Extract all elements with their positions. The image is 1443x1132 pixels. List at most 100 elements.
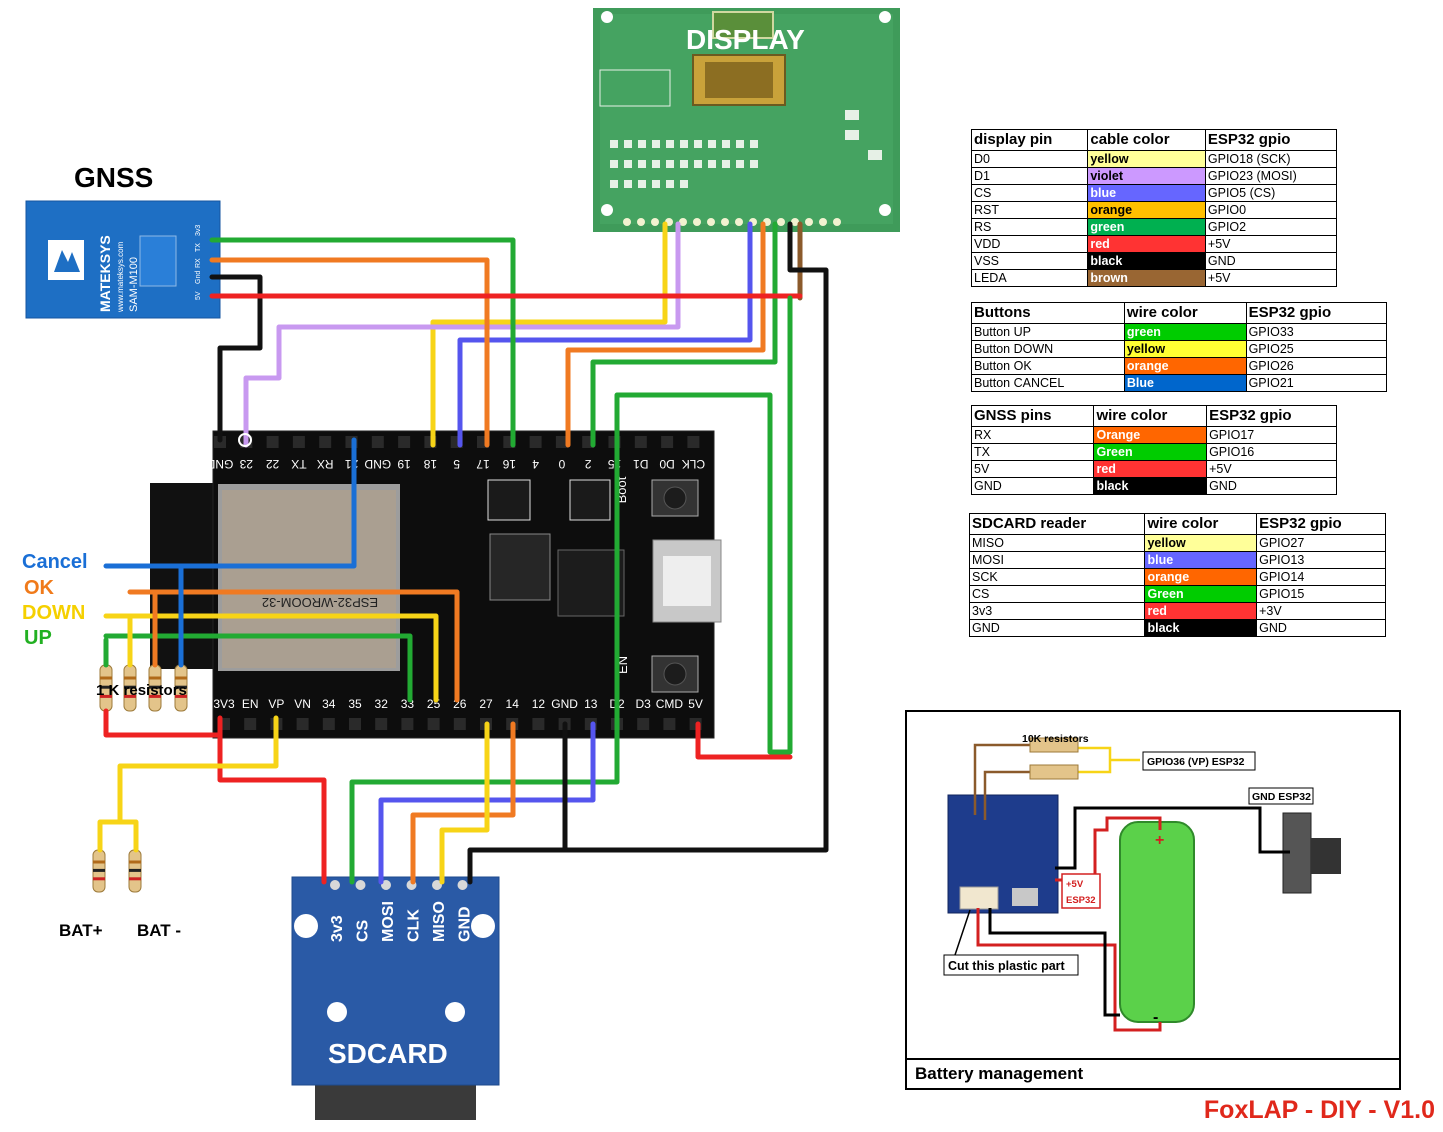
- sd-pin-pad: [330, 880, 340, 890]
- button-label-cancel: Cancel: [22, 551, 88, 573]
- wire-orange: [127, 589, 460, 703]
- sdcard-label: SDCARD: [328, 1038, 448, 1069]
- table-cell: +3V: [1256, 602, 1386, 620]
- table-cell: Green: [1093, 443, 1208, 461]
- table-cell: orange: [1087, 201, 1206, 219]
- table-header: wire color: [1123, 302, 1247, 324]
- sd-pin-pad: [355, 880, 366, 890]
- esp32-top-pin-label: GND: [206, 457, 233, 471]
- table-cell: GPIO0: [1204, 201, 1338, 219]
- sd-pin-pad: [432, 880, 442, 890]
- project-title: FoxLAP - DIY - V1.0: [1203, 1096, 1435, 1124]
- table-cell: +5V: [1206, 460, 1337, 478]
- gnss-label: GNSS: [74, 162, 154, 193]
- esp32-bottom-pin-label: 13: [584, 697, 598, 711]
- svg-text:+5V: +5V: [1066, 879, 1084, 890]
- table-cell: orange: [1123, 357, 1247, 375]
- esp32-bottom-pin-label: 3V3: [213, 697, 235, 711]
- table-cell: SCK: [968, 568, 1146, 586]
- esp32-bottom-pin-label: GND: [551, 697, 578, 711]
- table-cell: Button DOWN: [971, 340, 1125, 358]
- table-cell: black: [1087, 252, 1206, 270]
- esp32-bottom-pin-label: VP: [268, 697, 284, 711]
- esp32-bottom-pin-label: 14: [506, 697, 520, 711]
- wire-black: [467, 221, 829, 885]
- table-cell: orange: [1144, 568, 1258, 586]
- battery-diagram: GPIO36 (VP) ESP32 GND ESP32 10K resistor…: [943, 733, 1341, 1032]
- table-cell: GPIO26: [1245, 357, 1388, 375]
- table-cell: GND: [970, 477, 1095, 495]
- gnss-module: MATEKSYS www.mateksys.com SAM-M100 5VGnd…: [25, 200, 221, 319]
- esp32-bottom-pin-label: 5V: [688, 697, 703, 711]
- display-label: DISPLAY: [686, 24, 805, 55]
- esp32-bottom-pin-label: 27: [479, 697, 493, 711]
- table-cell: GPIO33: [1245, 323, 1388, 341]
- esp32-bottom-pin: [663, 718, 676, 730]
- sd-pin-pad: [457, 880, 468, 890]
- esp32-top-pin-label: 18: [423, 457, 437, 471]
- esp32-top-pin: [371, 436, 384, 448]
- gnss-pin-label: Gnd: [195, 271, 202, 284]
- button-label-down: DOWN: [22, 602, 86, 624]
- table-cell: blue: [1144, 551, 1258, 569]
- wire-orange: [565, 221, 766, 448]
- gnd-esp32-label: GND ESP32: [1252, 791, 1311, 803]
- table-cell: red: [1087, 235, 1206, 253]
- esp32-top-pin-label: 22: [266, 457, 280, 471]
- sd-pin-label: CS: [355, 919, 372, 942]
- esp32-bottom-pin: [637, 718, 650, 730]
- table-cell: Button CANCEL: [971, 374, 1125, 392]
- table-cell: MOSI: [968, 551, 1146, 569]
- table-cell: green: [1123, 323, 1247, 341]
- tenk-resistors-label: 10K resistors: [1022, 733, 1089, 745]
- esp32-top-pin-label: 5: [453, 457, 460, 471]
- gnss-model: SAM-M100: [128, 257, 140, 312]
- sd-pin-label: GND: [457, 906, 474, 942]
- table-cell: GND: [1256, 619, 1386, 637]
- battery-minus: -: [1153, 1009, 1158, 1026]
- table-header: cable color: [1087, 129, 1206, 151]
- wire-red: [695, 721, 793, 760]
- wire-green: [590, 221, 778, 448]
- table-cell: GPIO15: [1256, 585, 1386, 603]
- table-header: ESP32 gpio: [1204, 129, 1338, 151]
- wire-black: [209, 274, 263, 443]
- battery-plus: +: [1155, 832, 1164, 849]
- wire-green: [209, 237, 516, 448]
- table-cell: yellow: [1087, 150, 1206, 168]
- wire-yellow: [117, 819, 139, 853]
- cut-label: Cut this plastic part: [948, 959, 1066, 973]
- table-header: display pin: [970, 129, 1089, 151]
- esp32-top-pin-label: GND: [364, 457, 391, 471]
- esp32-top-pin-label: 17: [476, 457, 490, 471]
- sd-pin-label: MOSI: [380, 901, 397, 942]
- table-header: SDCARD reader: [968, 513, 1146, 535]
- bat-plus-label: BAT+: [59, 921, 103, 940]
- table-cell: GPIO14: [1256, 568, 1386, 586]
- table-cell: 5V: [970, 460, 1095, 478]
- table-cell: violet: [1087, 167, 1206, 185]
- table-cell: CS: [968, 585, 1146, 603]
- esp32-bottom-pin-label: 32: [375, 697, 389, 711]
- table-cell: GND: [1206, 477, 1337, 495]
- table-cell: red: [1093, 460, 1208, 478]
- esp32-top-pin: [398, 436, 411, 448]
- table-header: wire color: [1093, 405, 1208, 427]
